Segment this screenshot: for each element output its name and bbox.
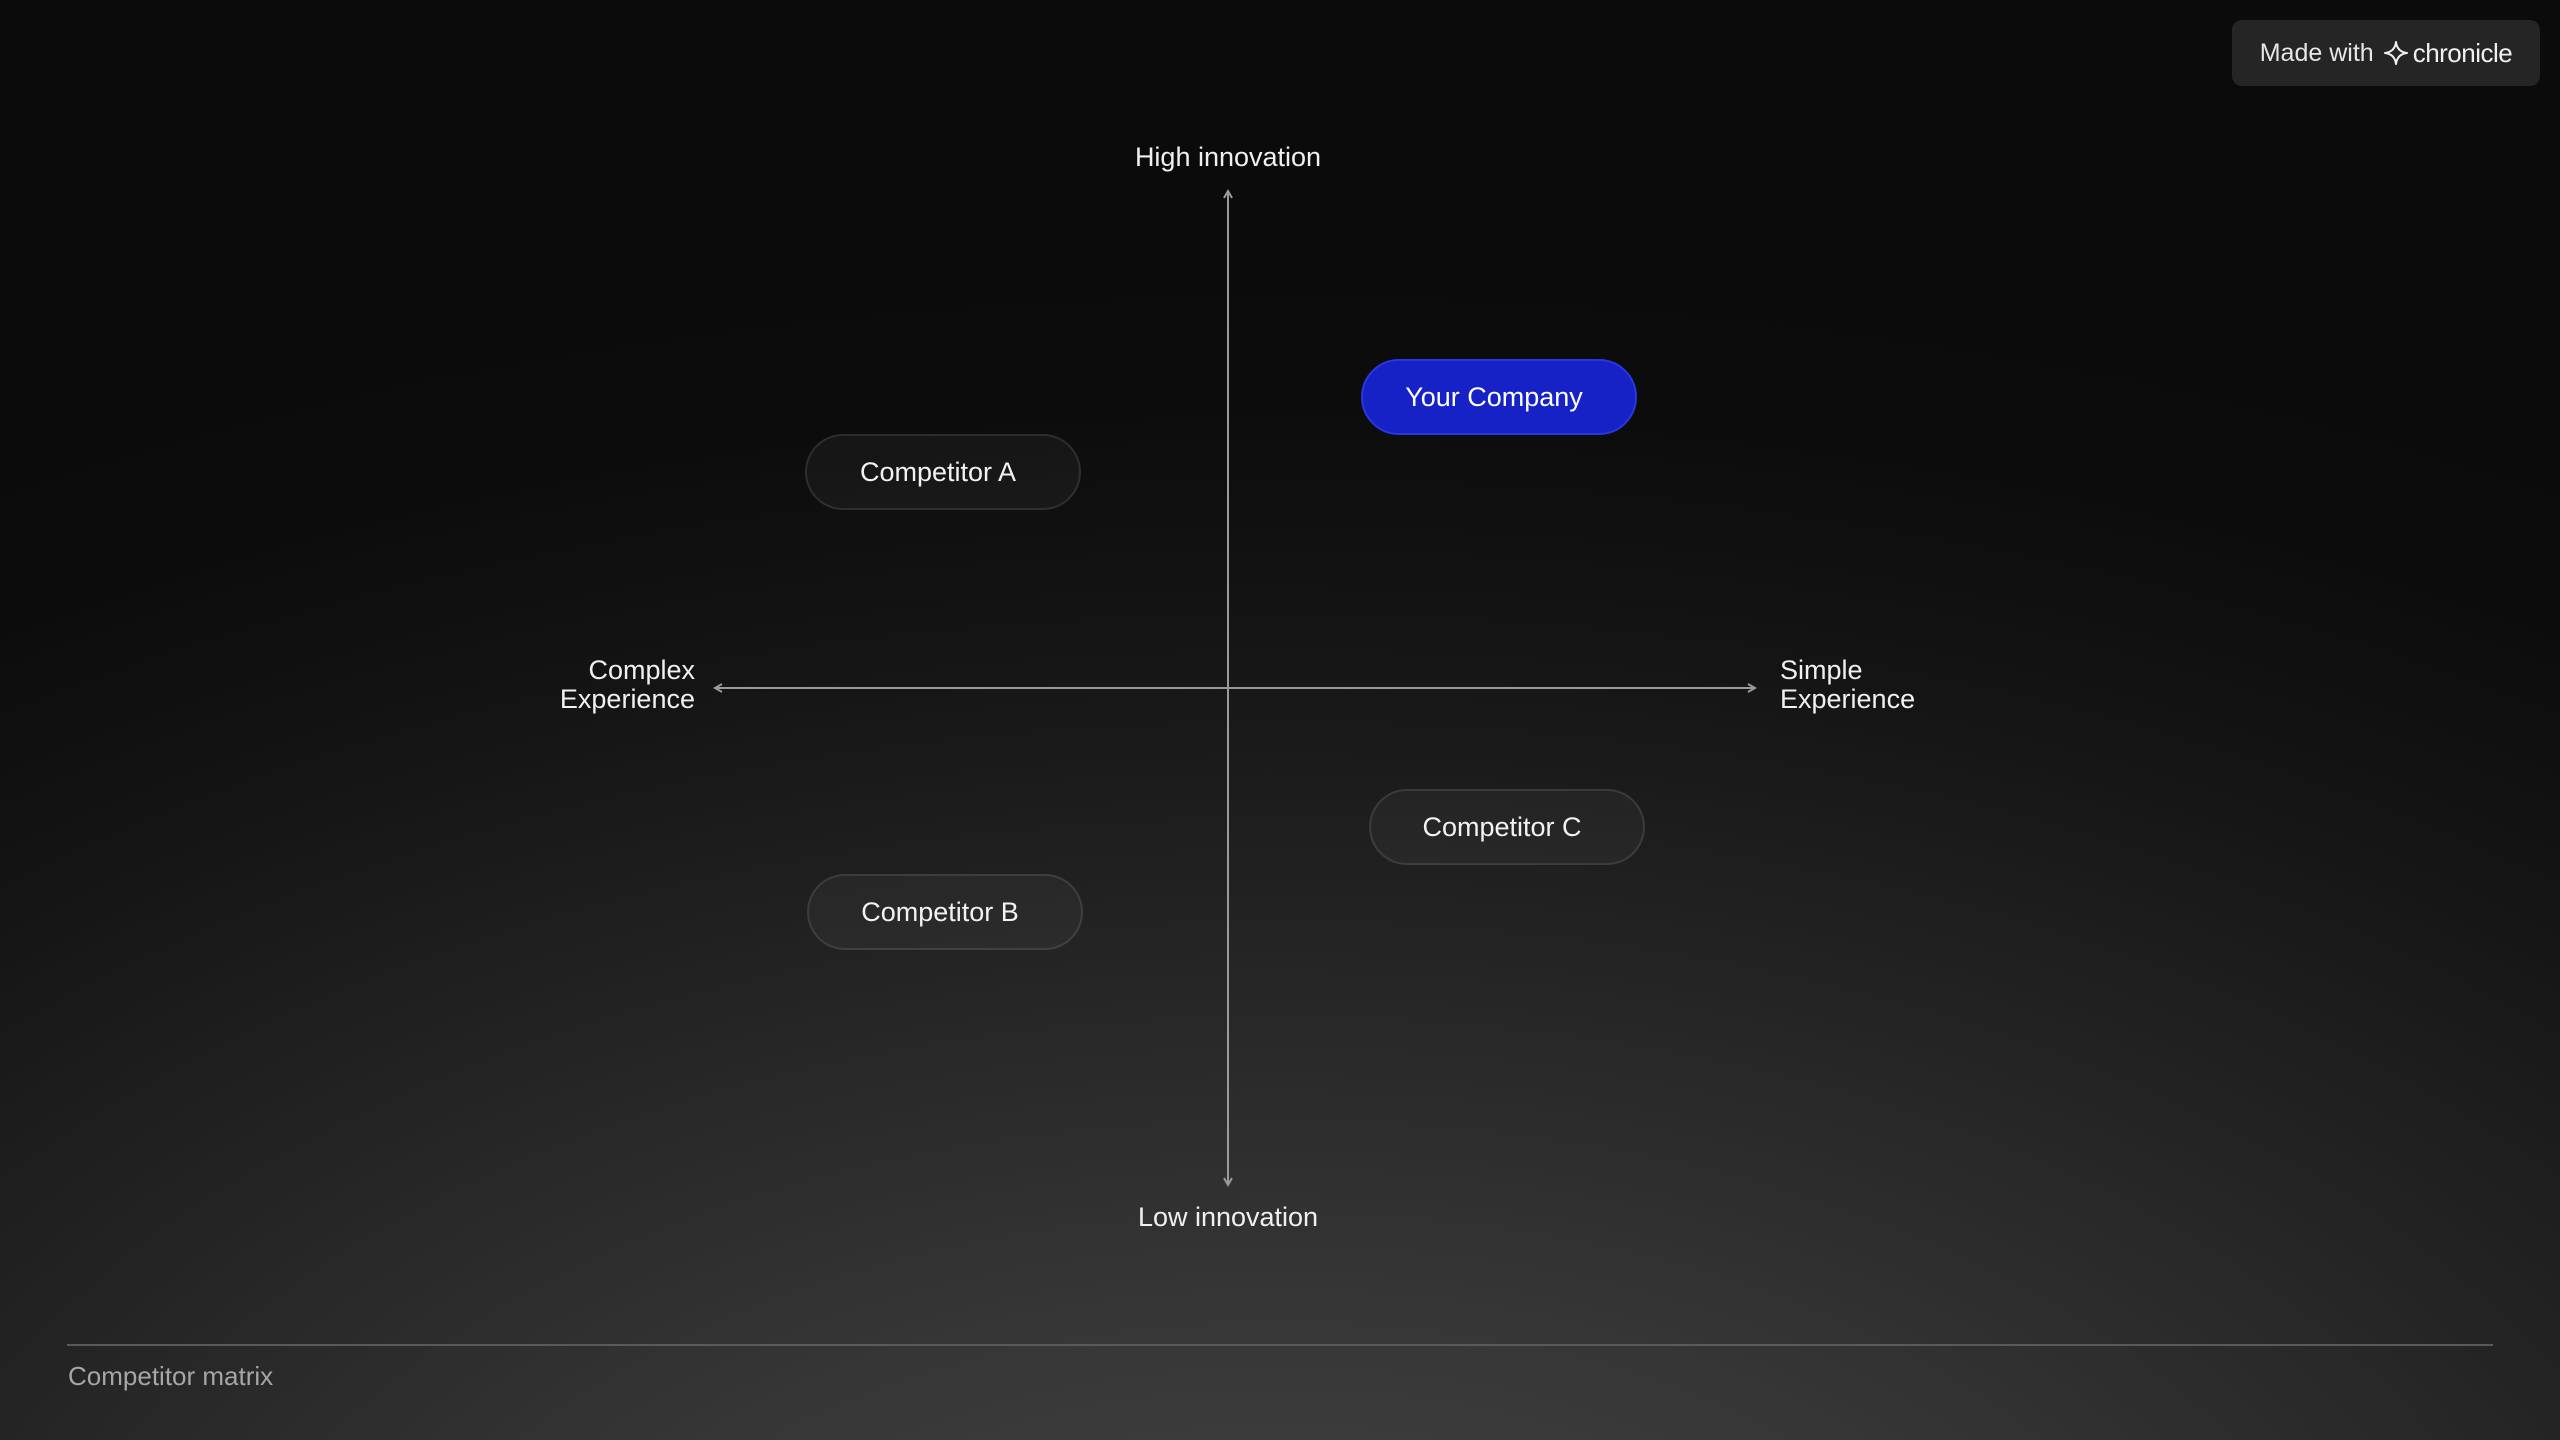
footer-title: Competitor matrix bbox=[68, 1361, 274, 1391]
badge-brand-name: chronicle bbox=[2412, 37, 2513, 68]
badge-brand: chronicle bbox=[2383, 37, 2513, 69]
your-company-pill[interactable]: Your Company bbox=[1361, 359, 1637, 435]
sparkle-icon bbox=[2383, 41, 2408, 65]
competitor-a-pill[interactable]: Competitor A bbox=[805, 434, 1081, 510]
arrow-down-icon bbox=[1223, 1177, 1233, 1188]
arrow-up-icon bbox=[1223, 188, 1233, 199]
footer-divider bbox=[67, 1344, 2493, 1346]
competitor-c-pill[interactable]: Competitor C bbox=[1369, 789, 1645, 865]
axis-label-complex-experience: Complex Experience bbox=[559, 655, 695, 714]
made-with-chronicle-badge[interactable]: Made with chronicle bbox=[2232, 20, 2540, 86]
badge-prefix: Made with bbox=[2259, 38, 2374, 67]
arrow-right-icon bbox=[1747, 683, 1758, 693]
competitor-b-pill[interactable]: Competitor B bbox=[807, 874, 1083, 950]
arrow-left-icon bbox=[712, 683, 723, 693]
axis-label-simple-experience: Simple Experience bbox=[1780, 655, 1916, 714]
